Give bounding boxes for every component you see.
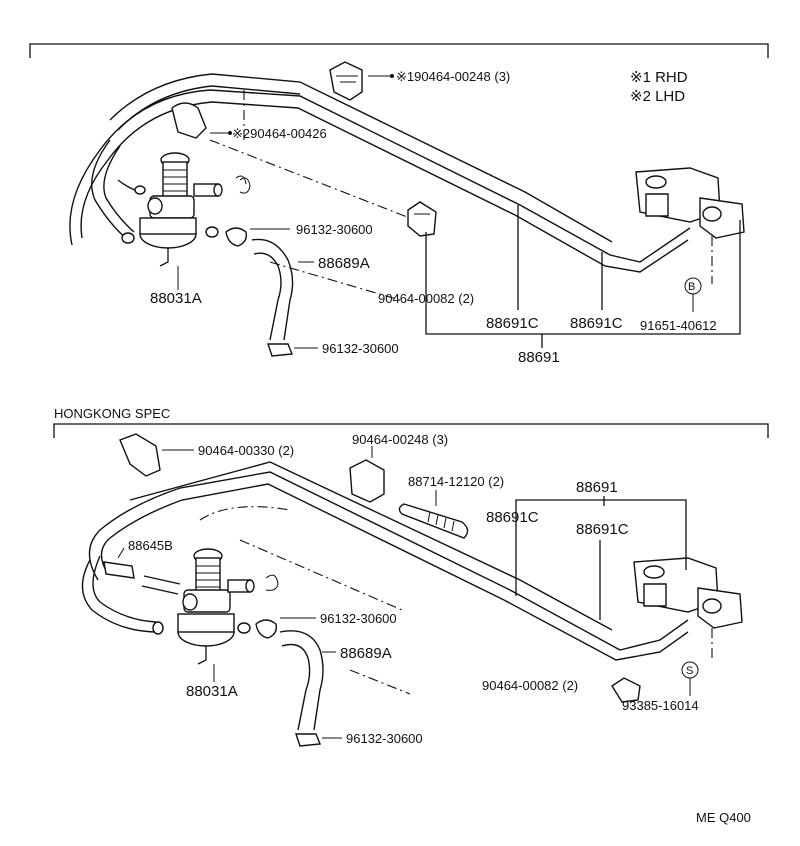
top-clip2-dot	[228, 131, 232, 135]
top-clamp2-shape	[267, 343, 293, 357]
top-bolt-mark: B	[688, 281, 695, 293]
bottom-small-hose-label: 88645B	[128, 538, 173, 553]
bottom-small-hose-shape	[103, 561, 135, 579]
bottom-clip1-label: 90464-00330 (2)	[198, 443, 294, 458]
top-hose-a	[251, 238, 294, 341]
bottom-section-title: HONGKONG SPEC	[54, 406, 170, 421]
top-frame	[29, 43, 769, 58]
bottom-hose-loop	[81, 559, 159, 633]
bottom-tube-outer	[88, 471, 689, 651]
top-hose-loop	[91, 139, 129, 241]
top-assembly-label: 88691	[518, 349, 560, 366]
top-dash-b	[209, 139, 421, 223]
bottom-dash-b	[239, 539, 403, 611]
bottom-hose-end	[152, 621, 164, 635]
bottom-section: HONGKONG SPEC 90464-00330 (2) 90464-0024…	[53, 406, 769, 747]
top-valve-label: 88031A	[150, 290, 202, 307]
top-clip2-shape	[171, 102, 207, 139]
bottom-small-hose-b	[141, 575, 181, 595]
top-hose-loop2	[103, 145, 135, 233]
bottom-small-hose-leader	[117, 547, 125, 559]
top-tube-second-outer	[109, 73, 613, 243]
legend-lhd: ※2 LHD	[630, 88, 685, 105]
bottom-clip2-label: 90464-00248 (3)	[352, 432, 448, 447]
bottom-tube1-label: 88691C	[486, 509, 539, 526]
bottom-valve	[177, 548, 255, 665]
top-clip1-label: ※190464-00248 (3)	[396, 69, 510, 84]
bottom-clamp2-shape	[295, 733, 321, 747]
bottom-clamp1-shape	[255, 619, 278, 639]
bottom-hose-b	[281, 643, 311, 731]
top-hose-b	[253, 252, 282, 341]
top-section: ※1 RHD ※2 LHD ※190464-00248 (3) ※290464-…	[29, 43, 769, 366]
top-clamp1-label: 96132-30600	[296, 222, 373, 237]
top-clip1-detail	[336, 75, 358, 83]
top-tube2-label: 88691C	[570, 315, 623, 332]
top-clip2-label: ※290464-00426	[232, 126, 327, 141]
top-tube-inner	[80, 101, 689, 273]
footer-code: ME Q400	[696, 810, 751, 825]
bottom-clip2-shape	[349, 459, 385, 503]
top-clamp2-label: 96132-30600	[322, 341, 399, 356]
top-ring2	[235, 175, 247, 185]
top-clip3-shape	[407, 201, 437, 237]
bottom-sleeve-ribs	[427, 511, 455, 532]
top-clamp1-shape	[225, 227, 248, 247]
bottom-frame	[53, 423, 769, 438]
top-valve	[139, 152, 223, 267]
bottom-tube-second	[129, 461, 613, 631]
bottom-tube2-label: 88691C	[576, 521, 629, 538]
bottom-sleeve-shape	[398, 503, 469, 539]
top-tube-outer	[69, 89, 691, 263]
top-tube-second-inner	[117, 85, 301, 131]
bottom-ring	[265, 574, 279, 591]
bottom-clip3-label: 90464-00082 (2)	[482, 678, 578, 693]
bottom-dash-c	[349, 669, 411, 695]
legend-rhd: ※1 RHD	[630, 69, 688, 86]
bottom-hose-loop2	[92, 555, 157, 623]
top-tube1-label: 88691C	[486, 315, 539, 332]
top-clip1-shape	[329, 61, 363, 101]
top-vsv-right	[635, 167, 745, 239]
top-assembly-bracket	[425, 220, 741, 335]
bottom-sleeve-label: 88714-12120 (2)	[408, 474, 504, 489]
bottom-assembly-label: 88691	[576, 479, 618, 496]
bottom-clip3-shape	[611, 677, 641, 703]
bottom-hose-a	[279, 630, 324, 731]
top-hose-label: 88689A	[318, 255, 370, 272]
bottom-assembly-bracket	[515, 499, 687, 596]
bottom-vsv-right	[633, 557, 743, 629]
top-dash-c	[269, 261, 401, 301]
bottom-hose-label: 88689A	[340, 645, 392, 662]
top-bolt-label: 91651-40612	[640, 318, 717, 333]
top-hose-end	[121, 232, 135, 244]
bottom-bolt-label: 93385-16014	[622, 698, 699, 713]
top-small-hose-end	[134, 185, 146, 195]
bottom-tube-inner	[100, 483, 689, 661]
bottom-clip1-shape	[119, 433, 161, 477]
top-clip1-dot	[390, 74, 394, 78]
bottom-clamp1-label: 96132-30600	[320, 611, 397, 626]
bottom-clamp2-label: 96132-30600	[346, 731, 423, 746]
bottom-bolt-mark: S	[686, 665, 693, 677]
bottom-valve-label: 88031A	[186, 683, 238, 700]
bottom-dash-a	[199, 506, 291, 521]
